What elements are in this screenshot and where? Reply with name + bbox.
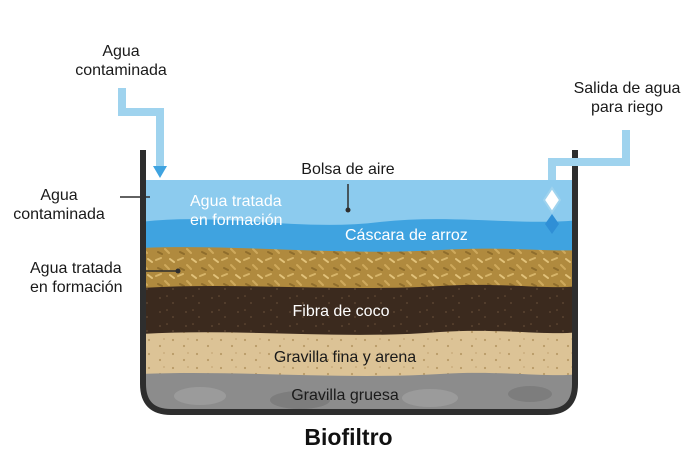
diagram-title: Biofiltro [304,424,393,450]
filter-layers [143,180,575,412]
outlet-drop-icon [545,214,559,234]
outlet-diamond-icon [542,186,562,214]
air-pocket-label: Bolsa de aire [301,161,395,178]
outlet-pipe [548,130,630,180]
rice-husk-layer [143,247,575,295]
coconut-fiber-layer [143,284,575,340]
inlet-arrow-icon [153,166,167,178]
tank-outline [140,150,578,415]
inlet-pipe [118,88,164,168]
air-dot [345,207,351,213]
coconut-fiber-label: Fibra de coco [292,303,390,320]
fine-gravel-sand-layer [143,330,575,378]
fine-gravel-sand-label: Gravilla fina y arena [273,349,417,366]
coarse-gravel-layer [143,372,575,412]
coarse-gravel-label: Gravilla gruesa [291,387,399,404]
rice-husk-label: Cáscara de arroz [345,227,468,244]
treated-dot [175,268,181,274]
